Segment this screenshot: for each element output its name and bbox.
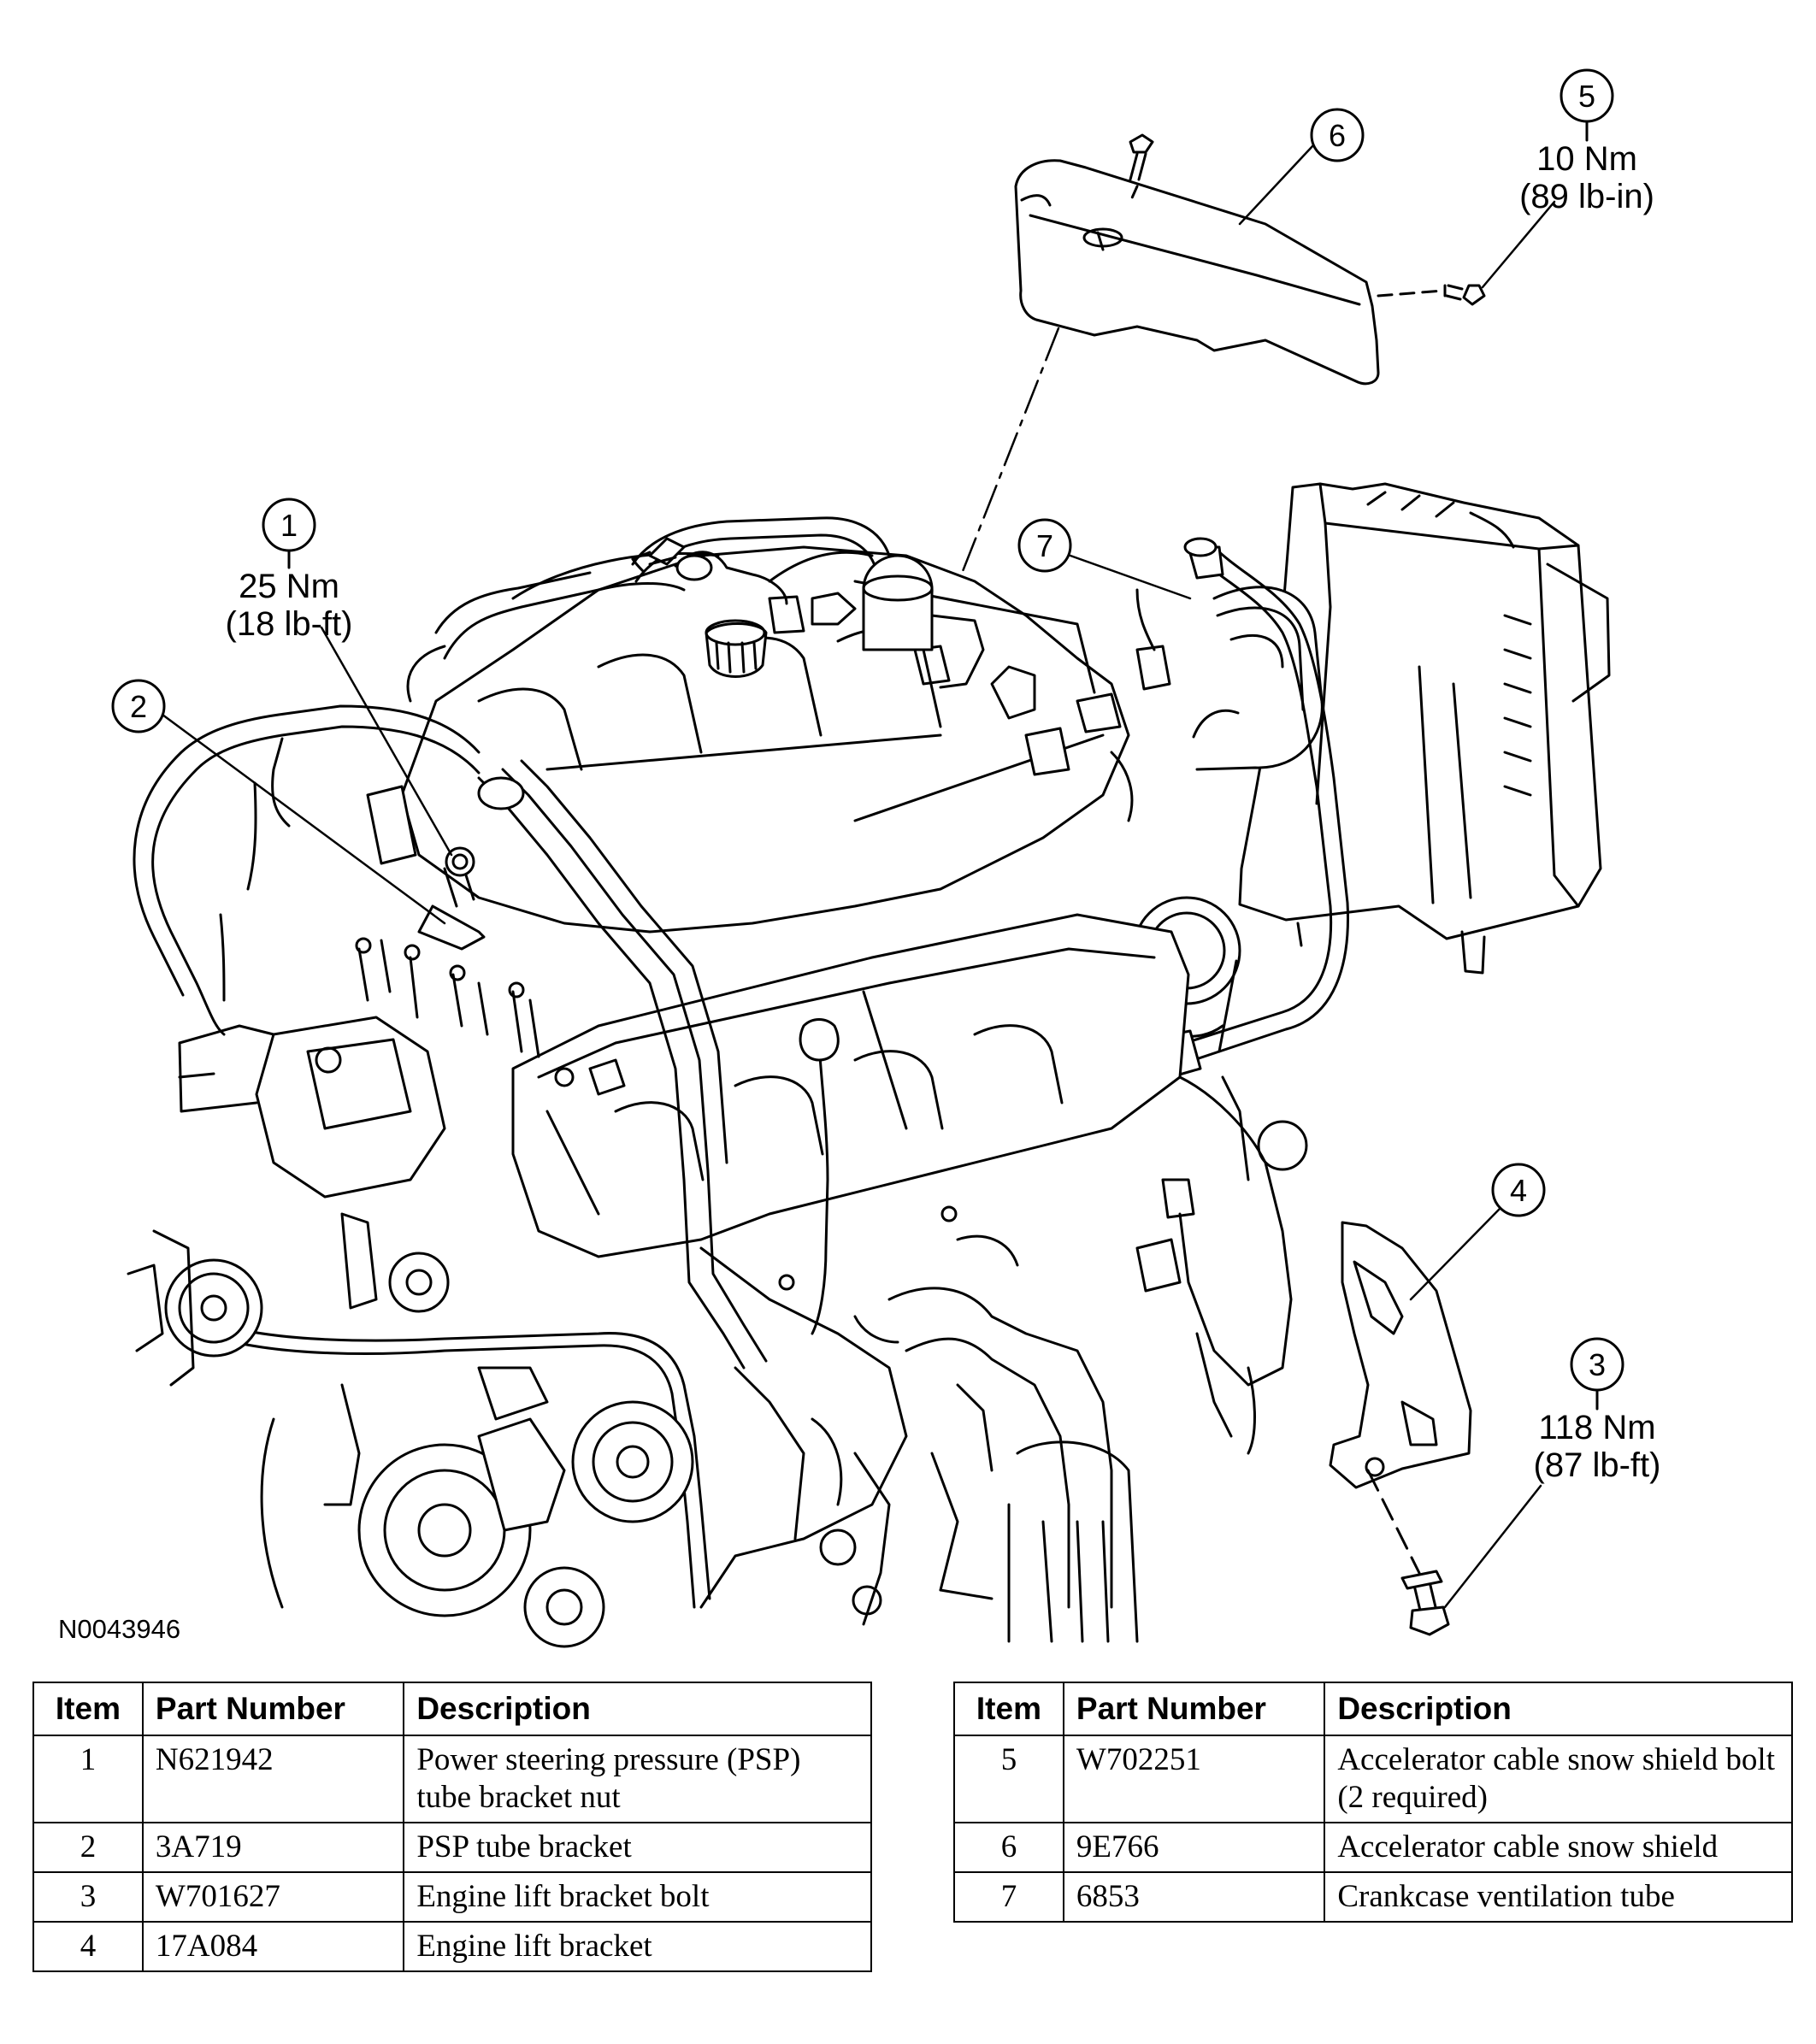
description-cell: Accelerator cable snow shield bolt (2 re… — [1324, 1735, 1793, 1823]
callout-number-1: 1 — [280, 508, 298, 543]
air-cleaner-assembly — [1238, 482, 1611, 975]
engine-mount — [178, 1016, 446, 1199]
description-cell: PSP tube bracket — [403, 1822, 872, 1873]
description-cell: Crankcase ventilation tube — [1324, 1871, 1793, 1923]
intake-manifold — [400, 545, 1130, 934]
torque-label-5: 10 Nm (89 lb-in) — [1519, 140, 1654, 215]
callout-number-3: 3 — [1589, 1347, 1606, 1382]
table-row: 1 N621942 Power steering pressure (PSP) … — [32, 1735, 872, 1823]
torque-label-1-metric: 25 Nm — [239, 568, 339, 605]
torque-label-3: 118 Nm (87 lb-ft) — [1534, 1409, 1661, 1484]
part-number-cell: 3A719 — [141, 1822, 405, 1873]
torque-label-1: 25 Nm (18 lb-ft) — [226, 568, 353, 643]
description-cell: Power steering pressure (PSP) tube brack… — [403, 1735, 872, 1823]
item-cell: 4 — [32, 1921, 144, 1972]
table-header-row: Item Part Number Description — [32, 1682, 872, 1736]
part-number-cell: 17A084 — [141, 1921, 405, 1972]
description-cell: Accelerator cable snow shield — [1324, 1822, 1793, 1873]
callout-circle-4 — [1491, 1163, 1546, 1217]
table-row: 5 W702251 Accelerator cable snow shield … — [953, 1735, 1793, 1823]
parts-table-left: Item Part Number Description 1 N621942 P… — [32, 1682, 872, 1972]
table-row: 2 3A719 PSP tube bracket — [32, 1822, 872, 1873]
item-cell: 7 — [953, 1871, 1064, 1923]
torque-label-3-metric: 118 Nm — [1538, 1409, 1656, 1446]
callout-number-6: 6 — [1329, 118, 1346, 153]
callout-number-5: 5 — [1578, 79, 1595, 114]
torque-label-1-imperial: (18 lb-ft) — [225, 605, 353, 643]
table-row: 4 17A084 Engine lift bracket — [32, 1921, 872, 1972]
intake-air-duct — [1192, 586, 1324, 771]
table-row: 6 9E766 Accelerator cable snow shield — [953, 1822, 1793, 1873]
callout-circle-6 — [1310, 108, 1365, 162]
item-cell: 5 — [953, 1735, 1064, 1823]
shield-top-bolt — [1129, 133, 1154, 203]
figure-id: N0043946 — [58, 1614, 181, 1644]
torque-label-3-imperial: (87 lb-ft) — [1533, 1446, 1661, 1484]
part-number-cell: N621942 — [141, 1735, 405, 1823]
psp-tube — [477, 759, 768, 1370]
description-cell: Engine lift bracket bolt — [403, 1871, 872, 1923]
table-header-row: Item Part Number Description — [953, 1682, 1793, 1736]
header-description: Description — [403, 1682, 872, 1736]
torque-label-5-imperial: (89 lb-in) — [1519, 178, 1654, 215]
dipstick-tube — [811, 1041, 829, 1335]
header-description: Description — [1324, 1682, 1793, 1736]
part-number-cell: 6853 — [1062, 1871, 1326, 1923]
item-cell: 3 — [32, 1871, 144, 1923]
item-cell: 6 — [953, 1822, 1064, 1873]
item-cell: 2 — [32, 1822, 144, 1873]
engine-lift-bracket — [1329, 1221, 1472, 1575]
item-cell: 1 — [32, 1735, 144, 1823]
callout-circle-7 — [1017, 518, 1072, 573]
header-item: Item — [953, 1682, 1064, 1736]
engine-block-lower — [699, 1246, 993, 1626]
exhaust-manifold — [853, 1234, 1139, 1643]
egr-valve — [811, 554, 1036, 720]
injectors — [355, 937, 540, 1058]
accessory-drive — [127, 1212, 711, 1648]
table-row: 7 6853 Crankcase ventilation tube — [953, 1871, 1793, 1923]
description-cell: Engine lift bracket — [403, 1921, 872, 1972]
radiator-hose — [133, 704, 481, 1036]
header-item: Item — [32, 1682, 144, 1736]
top-connector — [631, 551, 788, 605]
misc-connectors — [588, 588, 1195, 1293]
header-part-number: Part Number — [1062, 1682, 1326, 1736]
valve-cover — [511, 913, 1190, 1291]
callout-number-7: 7 — [1036, 528, 1053, 563]
table-row: 3 W701627 Engine lift bracket bolt — [32, 1871, 872, 1923]
torque-label-5-metric: 10 Nm — [1536, 140, 1637, 178]
callout-circle-2 — [111, 679, 166, 733]
header-part-number: Part Number — [141, 1682, 405, 1736]
engine-lift-bracket-bolt — [1400, 1570, 1450, 1636]
callout-number-4: 4 — [1510, 1173, 1527, 1208]
callout-number-2: 2 — [130, 689, 147, 724]
snow-shield-bolt — [1377, 284, 1486, 306]
part-number-cell: W702251 — [1062, 1735, 1326, 1823]
part-number-cell: 9E766 — [1062, 1822, 1326, 1873]
timing-cover — [1178, 1075, 1308, 1455]
engine-exploded-diagram: 1 2 3 4 5 6 7 — [111, 68, 1624, 1648]
parts-table-right: Item Part Number Description 5 W702251 A… — [953, 1682, 1793, 1923]
part-number-cell: W701627 — [141, 1871, 405, 1923]
oil-filler-cap — [705, 619, 768, 678]
callout-bubbles — [111, 68, 1624, 1609]
snow-shield — [1014, 159, 1380, 386]
